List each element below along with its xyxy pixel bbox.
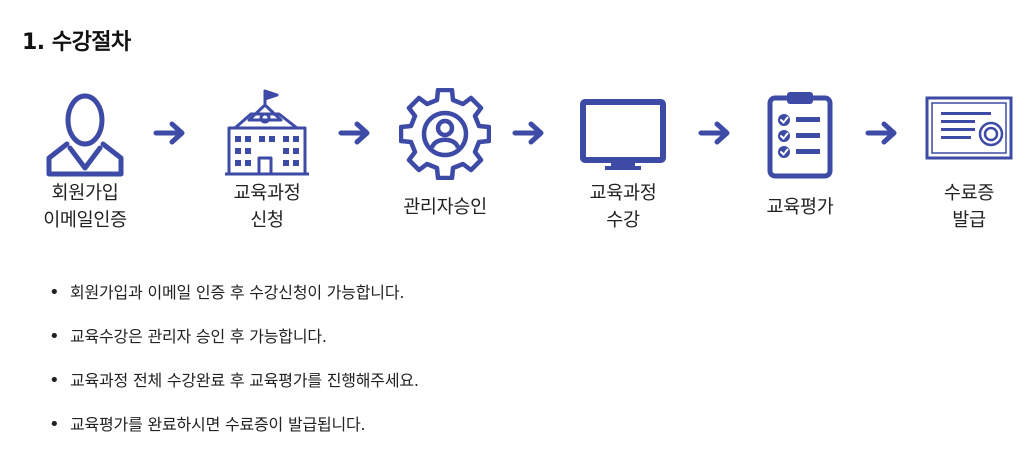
arrow-right-icon xyxy=(153,120,187,150)
list-item: •교육수강은 관리자 승인 후 가능합니다. xyxy=(49,326,327,347)
step-certificate: 수료증 발급 xyxy=(889,88,1025,234)
arrow-right-icon xyxy=(698,120,732,150)
notes-list: •회원가입과 이메일 인증 후 수강신청이 가능합니다. •교육수강은 관리자 … xyxy=(46,282,419,458)
step-label: 교육과정 수강 xyxy=(589,183,657,231)
person-icon xyxy=(46,93,124,177)
arrow-right-icon xyxy=(865,120,899,150)
page-title: 1. 수강절차 xyxy=(22,30,131,55)
clipboard-checklist-icon xyxy=(767,92,833,179)
step-label: 교육과정 신청 xyxy=(233,183,301,231)
step-label: 관리자승인 xyxy=(403,197,487,218)
step-signup: 회원가입 이메일인증 xyxy=(5,88,165,234)
list-item: •교육평가를 완료하시면 수료증이 발급됩니다. xyxy=(49,414,366,435)
bullet-icon: • xyxy=(49,282,60,303)
list-item: •교육과정 전체 수강완료 후 교육평가를 진행해주세요. xyxy=(49,370,419,391)
step-label: 수료증 발급 xyxy=(943,183,995,231)
arrow-right-icon xyxy=(512,120,546,150)
bullet-icon: • xyxy=(49,326,60,347)
bullet-icon: • xyxy=(49,414,60,435)
arrow-right-icon xyxy=(338,120,372,150)
step-course: 교육과정 수강 xyxy=(543,88,703,234)
step-approval: 관리자승인 xyxy=(365,88,525,221)
school-building-icon xyxy=(225,89,309,176)
step-evaluation: 교육평가 xyxy=(720,88,880,221)
monitor-icon xyxy=(580,99,666,170)
step-label: 회원가입 이메일인증 xyxy=(43,183,127,231)
step-apply: 교육과정 신청 xyxy=(187,88,347,234)
list-item: •회원가입과 이메일 인증 후 수강신청이 가능합니다. xyxy=(49,282,405,303)
step-label: 교육평가 xyxy=(766,197,834,218)
certificate-icon xyxy=(925,96,1013,160)
bullet-icon: • xyxy=(49,370,60,391)
gear-user-icon xyxy=(399,88,491,180)
